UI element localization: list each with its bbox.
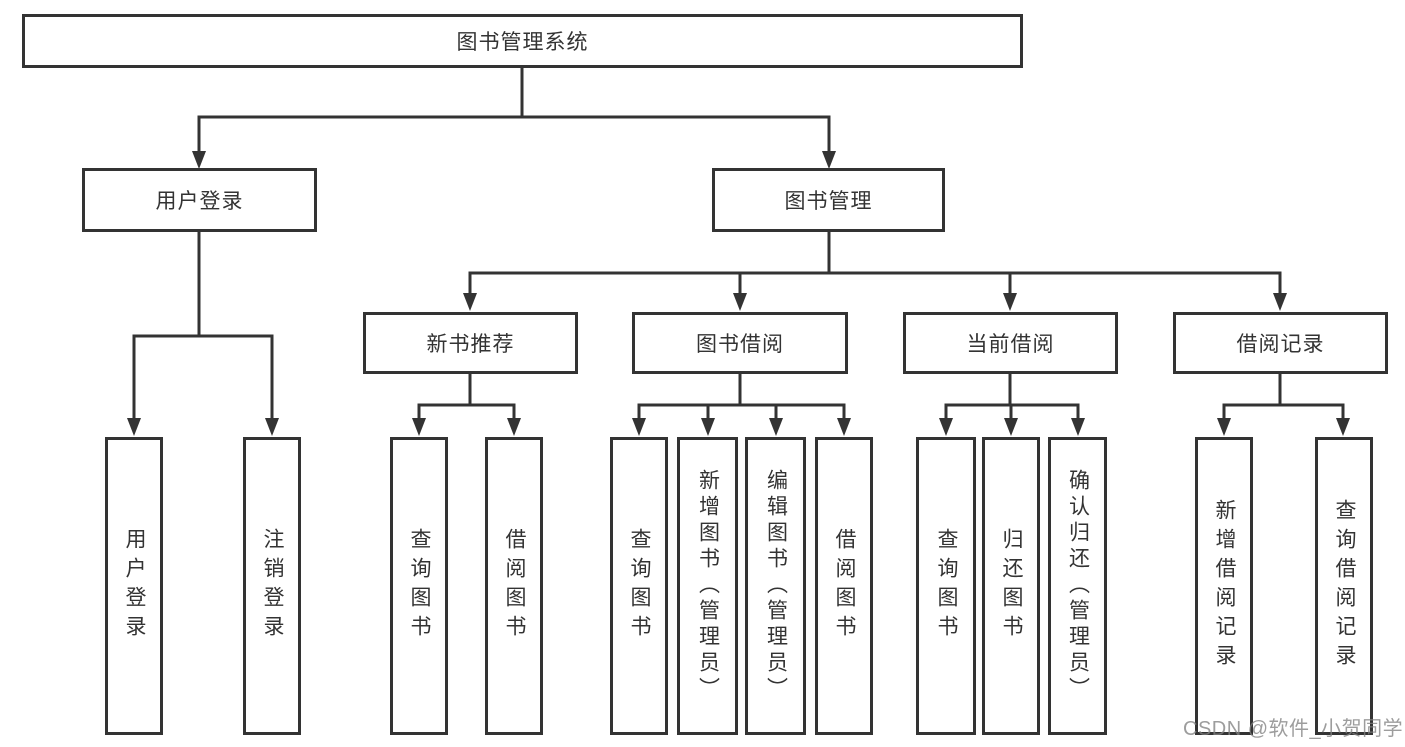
leaf-borrow-borrow-books: 借阅图书 (815, 437, 873, 735)
arrow-icon (265, 418, 279, 436)
leaf-current-return-books-label: 归还图书 (1000, 528, 1023, 644)
node-book-management-label: 图书管理 (784, 190, 873, 213)
arrow-icon (701, 418, 715, 436)
arrow-icon (1336, 418, 1350, 436)
leaf-current-query-books: 查询图书 (916, 437, 976, 735)
leaf-current-confirm-return-admin-label: 确认归还（管理员） (1066, 469, 1090, 703)
leaf-newbook-query-books-label: 查询图书 (408, 528, 431, 644)
leaf-borrow-edit-books-admin: 编辑图书（管理员） (745, 437, 806, 735)
leaf-user-login: 用户登录 (105, 437, 163, 735)
leaf-borrow-add-books-admin-label: 新增图书（管理员） (696, 469, 720, 703)
node-user-login-label: 用户登录 (155, 190, 244, 213)
node-book-borrow-label: 图书借阅 (696, 333, 784, 356)
node-borrow-records: 借阅记录 (1173, 312, 1388, 374)
arrow-icon (733, 293, 747, 311)
arrow-icon (632, 418, 646, 436)
arrow-icon (939, 418, 953, 436)
arrow-icon (1273, 293, 1287, 311)
node-borrow-records-label: 借阅记录 (1236, 333, 1325, 356)
arrow-icon (192, 151, 206, 169)
leaf-records-add-record-label: 新增借阅记录 (1213, 499, 1236, 673)
node-current-borrow-label: 当前借阅 (966, 333, 1055, 356)
arrow-icon (127, 418, 141, 436)
arrow-icon (1217, 418, 1231, 436)
leaf-current-confirm-return-admin: 确认归还（管理员） (1048, 437, 1107, 735)
node-new-book-recommend: 新书推荐 (363, 312, 578, 374)
leaf-current-return-books: 归还图书 (982, 437, 1040, 735)
leaf-records-query-record-label: 查询借阅记录 (1333, 499, 1356, 673)
leaf-newbook-borrow-books: 借阅图书 (485, 437, 543, 735)
leaf-records-query-record: 查询借阅记录 (1315, 437, 1373, 735)
leaf-newbook-query-books: 查询图书 (390, 437, 448, 735)
leaf-borrow-edit-books-admin-label: 编辑图书（管理员） (764, 469, 788, 703)
arrow-icon (507, 418, 521, 436)
node-current-borrow: 当前借阅 (903, 312, 1118, 374)
arrow-icon (769, 418, 783, 436)
leaf-records-add-record: 新增借阅记录 (1195, 437, 1253, 735)
leaf-user-login-label: 用户登录 (123, 528, 146, 644)
arrow-icon (463, 293, 477, 311)
leaf-borrow-add-books-admin: 新增图书（管理员） (677, 437, 738, 735)
leaf-borrow-query-books-label: 查询图书 (628, 528, 651, 644)
node-root-label: 图书管理系统 (456, 31, 589, 54)
leaf-borrow-query-books: 查询图书 (610, 437, 668, 735)
arrow-icon (1071, 418, 1085, 436)
leaf-logout-login: 注销登录 (243, 437, 301, 735)
node-root: 图书管理系统 (22, 14, 1023, 68)
leaf-borrow-borrow-books-label: 借阅图书 (833, 528, 856, 644)
node-book-borrow: 图书借阅 (632, 312, 848, 374)
arrow-icon (412, 418, 426, 436)
arrow-icon (837, 418, 851, 436)
leaf-current-query-books-label: 查询图书 (935, 528, 958, 644)
node-user-login: 用户登录 (82, 168, 317, 232)
arrow-icon (1003, 293, 1017, 311)
node-new-book-recommend-label: 新书推荐 (426, 333, 515, 356)
watermark: CSDN @软件_小贺同学 (1183, 718, 1404, 740)
leaf-newbook-borrow-books-label: 借阅图书 (503, 528, 526, 644)
arrow-icon (1004, 418, 1018, 436)
arrow-icon (822, 151, 836, 169)
leaf-logout-login-label: 注销登录 (261, 528, 284, 644)
node-book-management: 图书管理 (712, 168, 945, 232)
